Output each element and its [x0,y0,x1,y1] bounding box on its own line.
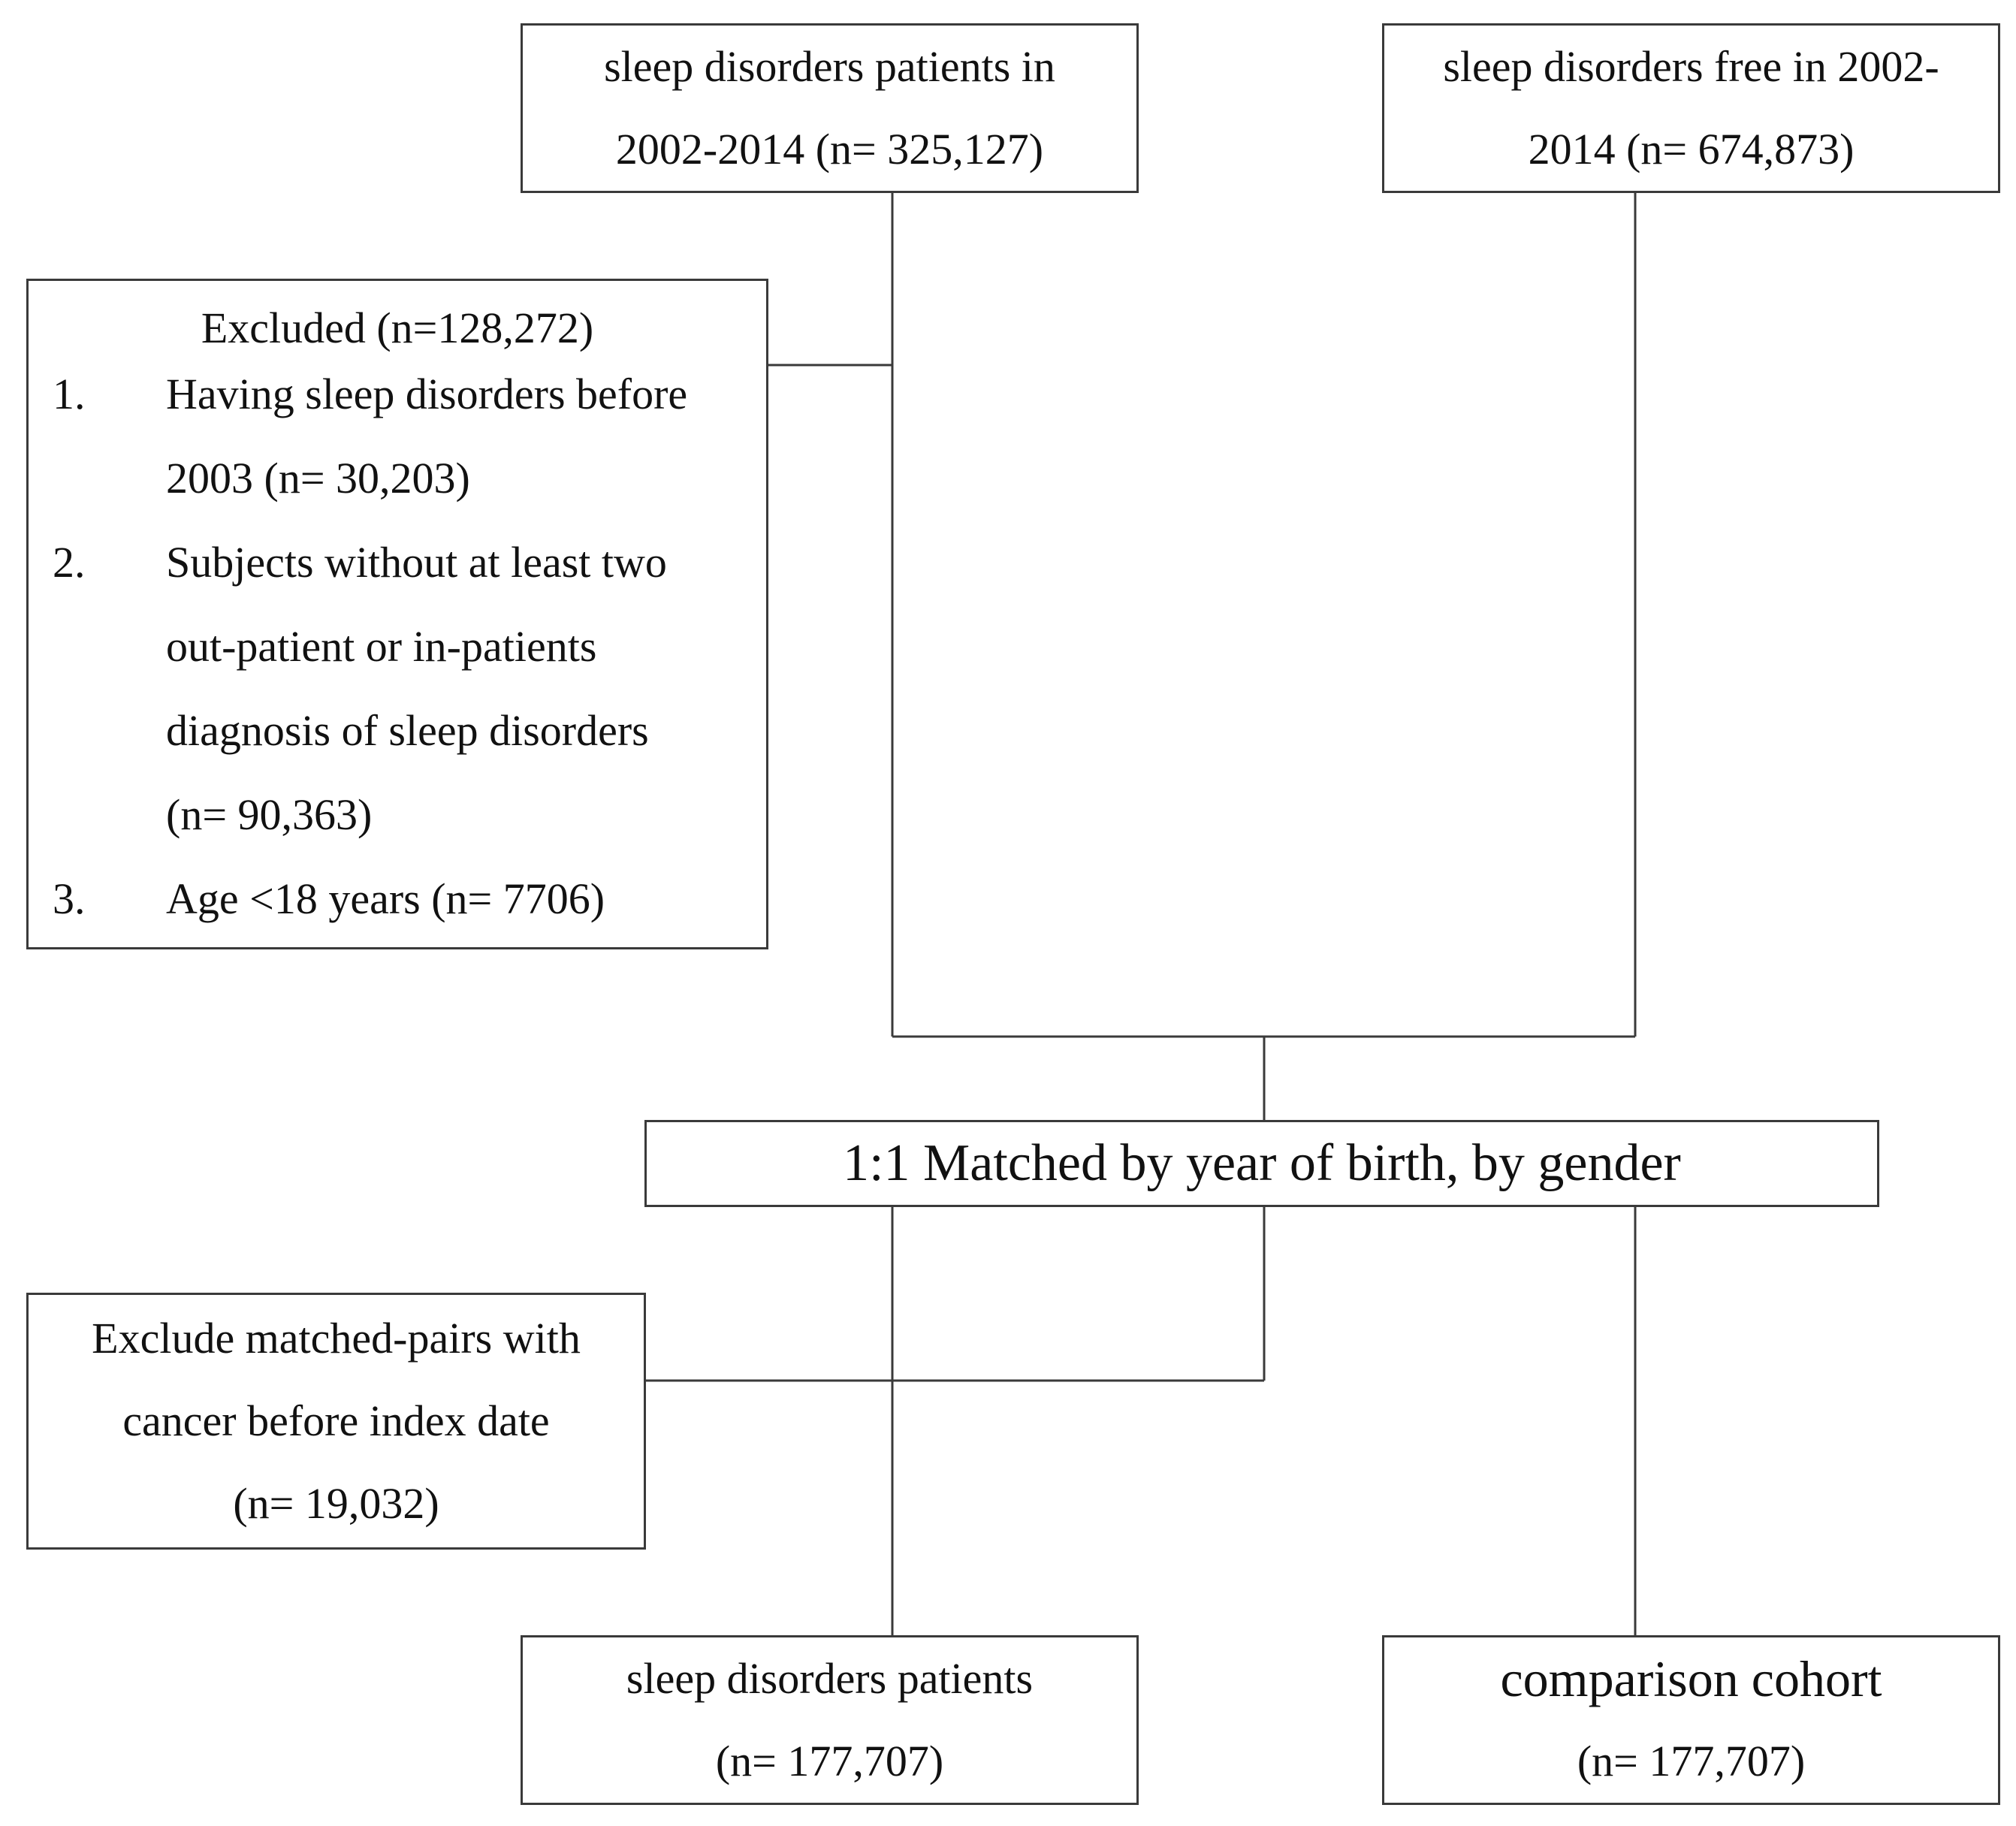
list-item: 2. Subjects without at least two out-pat… [29,521,766,857]
box-line: (n= 19,032) [233,1479,439,1528]
box-line: (n= 177,707) [1577,1737,1806,1785]
box-line: comparison cohort [1500,1650,1882,1707]
list-line: 2003 (n= 30,203) [166,454,470,503]
result-patients-box: sleep disorders patients (n= 177,707) [521,1635,1139,1805]
box-line: Exclude matched-pairs with [92,1314,581,1363]
excluded-box: Excluded (n=128,272) 1. Having sleep dis… [26,279,768,949]
box-line: cancer before index date [122,1396,550,1445]
list-number: 2. [53,538,86,587]
list-number: 1. [53,370,86,418]
list-item: 1. Having sleep disorders before 2003 (n… [29,352,766,521]
list-line: (n= 90,363) [166,790,373,839]
excluded-title: Excluded (n=128,272) [201,303,594,352]
exclude-matched-pairs-box: Exclude matched-pairs with cancer before… [26,1293,646,1550]
list-line: Age <18 years (n= 7706) [166,874,605,923]
list-item: 3. Age <18 years (n= 7706) [29,857,766,941]
box-line: sleep disorders free in 2002- [1443,42,1939,91]
box-line: 2002-2014 (n= 325,127) [615,125,1044,174]
box-line: sleep disorders patients [626,1654,1034,1703]
sleep-disorders-patients-box: sleep disorders patients in 2002-2014 (n… [521,23,1139,193]
sleep-disorders-free-box: sleep disorders free in 2002- 2014 (n= 6… [1382,23,2000,193]
box-line: (n= 177,707) [715,1737,944,1785]
matched-label: 1:1 Matched by year of birth, by gender [843,1134,1681,1192]
list-line: Subjects without at least two [166,538,667,587]
list-number: 3. [53,874,86,923]
list-line: Having sleep disorders before [166,370,688,418]
list-line: diagnosis of sleep disorders [166,706,649,755]
excluded-list: 1. Having sleep disorders before 2003 (n… [29,352,766,941]
box-line: sleep disorders patients in [604,42,1055,91]
list-line: out-patient or in-patients [166,622,597,671]
box-line: 2014 (n= 674,873) [1528,125,1855,174]
result-comparison-box: comparison cohort (n= 177,707) [1382,1635,2000,1805]
matched-box: 1:1 Matched by year of birth, by gender [644,1120,1879,1207]
